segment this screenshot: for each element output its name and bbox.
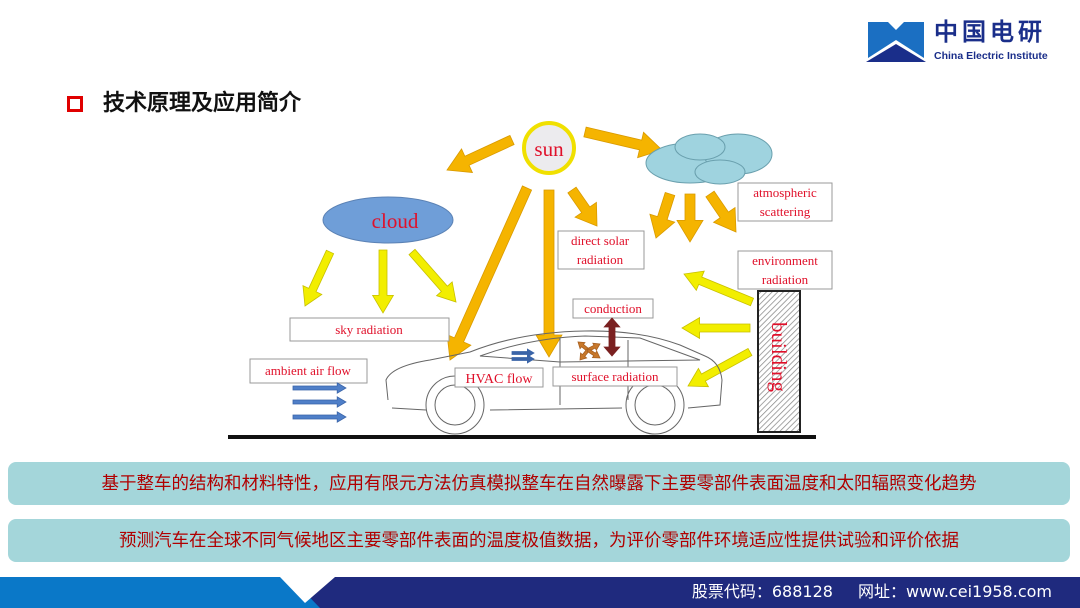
label-direct-solar: direct solar [571,233,630,248]
heat-transfer-diagram: sun cloud atmospheric scattering direct … [228,121,833,439]
label-scattering: scattering [760,204,811,219]
label-sky-radiation: sky radiation [335,322,403,337]
logo-name-cn: 中国电研 [934,18,1046,46]
label-conduction: conduction [584,301,642,316]
hvac-arrow [511,354,535,364]
arrows [302,126,755,388]
solar-arrow [649,191,676,239]
label-hvac-flow: HVAC flow [465,372,533,387]
air-flow-arrow [292,411,347,423]
radiation-arrow [683,270,755,307]
surface-radiation-arrow [586,342,601,352]
label-ambient-air-flow: ambient air flow [265,363,352,378]
surface-radiation-arrow [586,348,601,359]
solar-arrow [567,186,598,227]
hvac-arrow [511,348,535,358]
conduction-arrow-down [603,335,621,357]
radiation-arrow [681,316,751,340]
sun-shape [522,121,576,175]
logo-name-en: China Electric Institute [934,50,1048,62]
building-shape [757,290,801,433]
air-flow-arrow [292,382,347,394]
page-title: 技术原理及应用简介 [103,91,302,116]
solar-arrow [535,189,563,358]
label-atmospheric: atmospheric [753,185,817,200]
atmosphere-clouds [645,133,773,185]
radiation-arrow [302,249,335,307]
footer-info: 股票代码：688128 网址：www.cei1958.com [672,582,1052,602]
bullet-text-1: 基于整车的结构和材料特性，应用有限元方法仿真模拟整车在自然曝露下主要零部件表面温… [8,462,1070,505]
radiation-arrow [687,347,753,388]
air-flow-arrow [292,396,347,408]
conduction-arrow-up [603,317,621,339]
solar-arrow [446,134,515,174]
label-environment: environment [752,253,818,268]
logo-mark [866,22,926,62]
stock-code: 股票代码：688128 [691,582,833,601]
label-direct-radiation: radiation [577,252,624,267]
sun-label: sun [534,137,564,161]
radiation-arrow [408,248,457,303]
label-building: building [767,322,791,393]
cloud-label: cloud [372,209,419,233]
radiation-arrow [371,249,395,314]
footer-band [0,577,1080,608]
solar-arrow [676,193,704,243]
solar-arrow [583,126,663,159]
small-arrows [292,317,621,423]
label-surface-radiation: surface radiation [572,369,659,384]
cloud-shape [322,196,454,244]
label-environment-radiation: radiation [762,272,809,287]
solar-arrow [446,185,533,361]
square-bullet-icon [67,96,83,112]
website-link[interactable]: 网址：www.cei1958.com [858,582,1052,601]
ground-line [228,435,816,439]
solar-arrow [705,190,737,233]
bullet-text-2: 预测汽车在全球不同气候地区主要零部件表面的温度极值数据，为评价零部件环境适应性提… [8,519,1070,562]
